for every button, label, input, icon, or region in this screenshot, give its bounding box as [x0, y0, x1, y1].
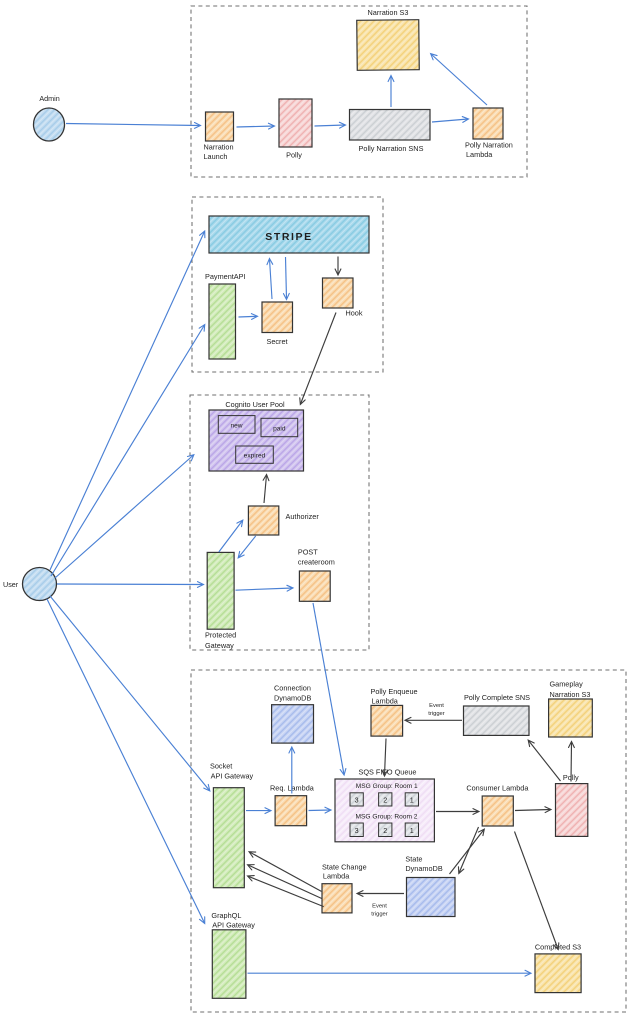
svg-text:1: 1 — [410, 826, 414, 835]
svg-text:Polly Complete SNS: Polly Complete SNS — [464, 693, 530, 702]
svg-text:State: State — [405, 855, 422, 864]
svg-text:trigger: trigger — [428, 711, 445, 717]
svg-text:1: 1 — [410, 795, 414, 804]
svg-text:Event: Event — [429, 703, 444, 709]
svg-text:PaymentAPI: PaymentAPI — [205, 272, 246, 281]
svg-text:DynamoDB: DynamoDB — [274, 694, 311, 703]
svg-text:2: 2 — [383, 826, 387, 835]
svg-text:Req. Lambda: Req. Lambda — [270, 783, 315, 792]
svg-text:API Gateway: API Gateway — [211, 771, 254, 780]
svg-text:paid: paid — [273, 426, 286, 433]
svg-text:2: 2 — [383, 795, 387, 804]
svg-text:Cognito User Pool: Cognito User Pool — [225, 400, 285, 409]
svg-text:Gameplay: Gameplay — [550, 680, 584, 689]
svg-text:Authorizer: Authorizer — [286, 512, 320, 521]
svg-text:MSG Group: Room 1: MSG Group: Room 1 — [356, 783, 418, 790]
svg-text:Connection: Connection — [274, 684, 311, 693]
svg-text:Narration S3: Narration S3 — [368, 8, 409, 17]
svg-text:Lambda: Lambda — [466, 150, 493, 159]
svg-text:3: 3 — [355, 795, 359, 804]
svg-text:API Gateway: API Gateway — [212, 920, 255, 929]
svg-text:Event: Event — [372, 904, 387, 910]
svg-text:createroom: createroom — [298, 558, 335, 567]
svg-text:DynamoDB: DynamoDB — [405, 864, 442, 873]
svg-text:POST: POST — [298, 548, 318, 557]
svg-text:SQS FIFO Queue: SQS FIFO Queue — [359, 767, 417, 776]
svg-text:State Change: State Change — [322, 863, 367, 872]
svg-text:Lambda: Lambda — [323, 872, 350, 881]
svg-text:GraphQL: GraphQL — [211, 911, 241, 920]
svg-text:Narration S3: Narration S3 — [550, 690, 591, 699]
svg-text:new: new — [230, 422, 242, 429]
svg-text:expired: expired — [244, 453, 266, 460]
svg-text:Completed S3: Completed S3 — [535, 942, 581, 951]
svg-text:Polly Enqueue: Polly Enqueue — [371, 687, 418, 696]
svg-text:MSG Group: Room 2: MSG Group: Room 2 — [356, 814, 418, 821]
svg-text:Launch: Launch — [204, 152, 228, 161]
svg-text:Polly Narration: Polly Narration — [465, 141, 513, 150]
svg-text:Secret: Secret — [266, 337, 287, 346]
svg-text:Polly: Polly — [286, 151, 302, 160]
svg-text:User: User — [3, 580, 19, 589]
svg-text:Admin: Admin — [39, 94, 59, 103]
svg-text:Protected: Protected — [205, 631, 236, 640]
svg-text:Socket: Socket — [210, 762, 232, 771]
svg-text:STRIPE: STRIPE — [265, 231, 313, 243]
svg-text:Gateway: Gateway — [205, 641, 234, 650]
svg-text:Lambda: Lambda — [372, 697, 399, 706]
svg-text:Hook: Hook — [345, 309, 362, 318]
svg-text:Polly Narration SNS: Polly Narration SNS — [359, 144, 424, 153]
svg-text:Narration: Narration — [204, 143, 234, 152]
svg-text:3: 3 — [355, 826, 359, 835]
svg-text:Consumer Lambda: Consumer Lambda — [466, 784, 529, 793]
svg-text:trigger: trigger — [371, 912, 388, 918]
